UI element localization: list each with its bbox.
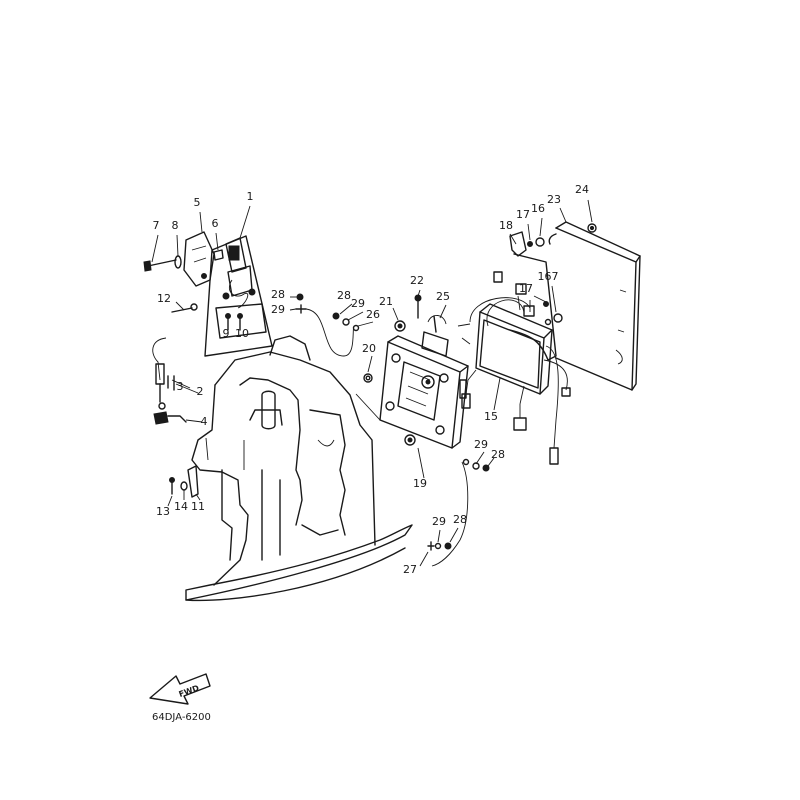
callout-16: 16 bbox=[531, 202, 545, 215]
hardware-part-16-17-mid bbox=[543, 301, 563, 326]
callout-28: 28 bbox=[453, 513, 467, 526]
callout-25: 25 bbox=[436, 290, 450, 303]
callout-2: 2 bbox=[197, 385, 204, 398]
callout-167: 167 bbox=[538, 270, 559, 283]
leader-lines bbox=[151, 199, 593, 567]
callout-3: 3 bbox=[177, 380, 184, 393]
hardware-part-16-17-top bbox=[527, 237, 545, 247]
callout-11: 11 bbox=[191, 500, 205, 513]
washer-part-8 bbox=[174, 255, 182, 269]
callout-29: 29 bbox=[271, 303, 285, 316]
fwd-arrow: FWD bbox=[149, 673, 211, 705]
bracket-part-18 bbox=[509, 231, 527, 257]
callout-29: 29 bbox=[474, 438, 488, 451]
callout-19: 19 bbox=[413, 477, 427, 490]
coil-cover bbox=[183, 231, 215, 287]
callout-4: 4 bbox=[201, 415, 208, 428]
callout-15: 15 bbox=[484, 410, 498, 423]
callout-6: 6 bbox=[212, 217, 219, 230]
drawing-code: 64DJA-6200 bbox=[152, 712, 211, 723]
cdi-unit-part-15 bbox=[457, 271, 571, 465]
callout-8: 8 bbox=[172, 219, 179, 232]
callout-9: 9 bbox=[223, 327, 230, 340]
callout-12: 12 bbox=[157, 292, 171, 305]
callout-10: 10 bbox=[235, 327, 249, 340]
callout-13: 13 bbox=[156, 505, 170, 518]
bolt-part-12 bbox=[171, 303, 198, 313]
callout-20: 20 bbox=[362, 342, 376, 355]
regulator-part-25 bbox=[421, 315, 449, 357]
clamp-part-4 bbox=[153, 411, 187, 425]
callout-29: 29 bbox=[432, 515, 446, 528]
callout-28: 28 bbox=[271, 288, 285, 301]
engine-block-outline bbox=[185, 335, 413, 602]
callout-24: 24 bbox=[575, 183, 589, 196]
grommet-part-20 bbox=[363, 373, 373, 383]
thermo-sensor-part-2 bbox=[152, 337, 175, 410]
connector-part-6 bbox=[213, 249, 224, 261]
callout-21: 21 bbox=[379, 295, 393, 308]
callout-28: 28 bbox=[491, 448, 505, 461]
callout-7: 7 bbox=[153, 219, 160, 232]
bolt-part-21 bbox=[394, 320, 406, 332]
callout-5: 5 bbox=[194, 196, 201, 209]
callout-18: 18 bbox=[499, 219, 513, 232]
callout-28: 28 bbox=[337, 289, 351, 302]
callout-29: 29 bbox=[351, 297, 365, 310]
callout-23: 23 bbox=[547, 193, 561, 206]
ground-wire-bottom bbox=[427, 458, 490, 567]
callout-1: 1 bbox=[247, 190, 254, 203]
callout-17: 17 bbox=[519, 282, 533, 295]
ground-wire-left bbox=[295, 293, 360, 357]
bolt-part-24 bbox=[587, 223, 597, 233]
callout-17: 17 bbox=[516, 208, 530, 221]
ignition-coil-assembly bbox=[204, 235, 273, 357]
fwd-arrow-label: FWD bbox=[178, 683, 201, 699]
callout-26: 26 bbox=[366, 308, 380, 321]
screws-part-9-10 bbox=[225, 313, 243, 331]
bolt-part-7 bbox=[143, 259, 177, 272]
callout-14: 14 bbox=[174, 500, 188, 513]
screw-part-22 bbox=[414, 294, 422, 319]
callout-22: 22 bbox=[410, 274, 424, 287]
callout-27: 27 bbox=[403, 563, 417, 576]
cover-panel-part-23 bbox=[509, 221, 641, 391]
